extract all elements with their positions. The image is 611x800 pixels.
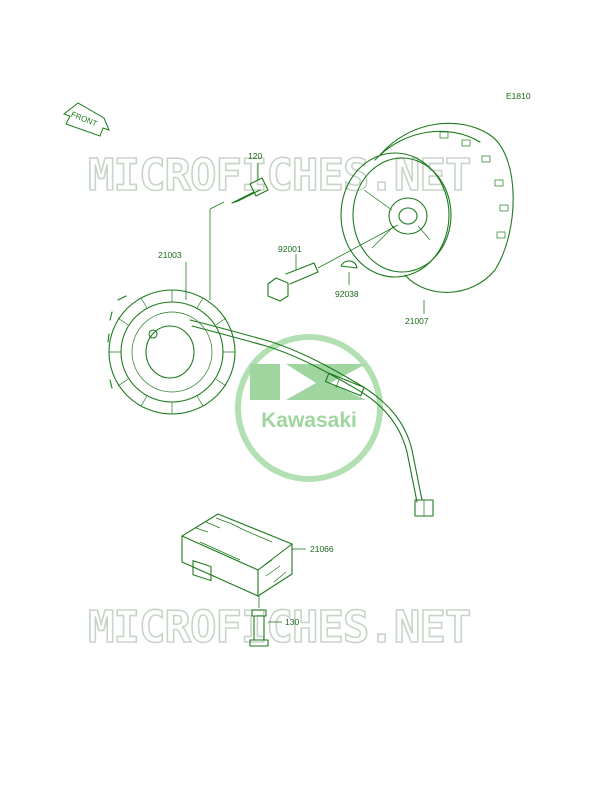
kawasaki-logo: Kawasaki — [235, 334, 383, 482]
part-label-92001: 92001 — [278, 244, 302, 254]
key-92038 — [340, 260, 358, 285]
part-label-130: 130 — [285, 617, 299, 627]
watermark-top: MICROFICHES.NET — [88, 150, 470, 201]
bolt-130 — [249, 596, 282, 647]
diagram-code: E1810 — [506, 91, 531, 101]
part-label-92038: 92038 — [335, 289, 359, 299]
bolt-92001 — [267, 224, 399, 302]
rotor-21007 — [340, 122, 514, 293]
stator-connector — [324, 372, 434, 517]
part-label-21003: 21003 — [158, 250, 182, 260]
part-label-21066: 21066 — [310, 544, 334, 554]
part-label-120: 120 — [248, 151, 262, 161]
front-arrow-icon: FRONT — [62, 102, 110, 137]
watermark-bottom: MICROFICHES.NET — [88, 602, 470, 653]
regulator-21066 — [181, 513, 306, 597]
stator-21003 — [107, 289, 413, 453]
bolt-120 — [209, 163, 269, 300]
logo-text: Kawasaki — [261, 409, 357, 432]
part-label-21007: 21007 — [405, 316, 429, 326]
